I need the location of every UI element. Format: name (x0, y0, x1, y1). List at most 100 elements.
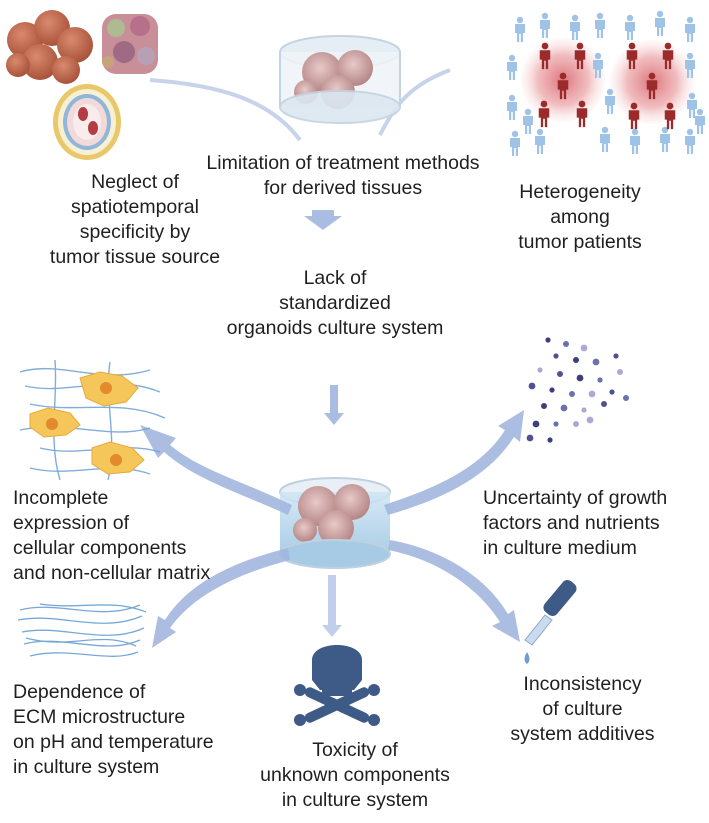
tumor-section-icon (102, 14, 158, 74)
particle-dot (609, 389, 615, 395)
person-icon (625, 14, 635, 40)
label-line: tumor patients (518, 231, 642, 253)
particle-dot (617, 369, 623, 375)
label-line: factors and nutrients (483, 512, 660, 534)
label-line: Inconsistency (523, 673, 642, 695)
person-icon (539, 42, 551, 70)
person-icon (535, 128, 545, 154)
arrow-to-inconsistency (388, 540, 520, 642)
label-line: Lack of (303, 267, 367, 289)
particle-dot (526, 434, 534, 442)
person-icon (605, 88, 615, 114)
person-icon (687, 92, 697, 118)
label-dependence-ecm: Dependence of ECM microstructure on pH a… (13, 680, 273, 780)
label-line: organoids culture system (226, 317, 444, 339)
label-line: Heterogeneity (519, 181, 641, 203)
person-icon (540, 12, 550, 38)
particle-dot (545, 337, 551, 343)
label-line: on pH and temperature (13, 731, 214, 753)
arrow-down-center (324, 385, 344, 425)
cell-icons (29, 371, 145, 475)
label-line: Toxicity of (312, 739, 398, 761)
person-icon (557, 72, 569, 100)
particles-icon (526, 337, 629, 443)
label-lack-standardized: Lack of standardized organoids culture s… (200, 266, 470, 341)
particle-dot (541, 403, 547, 409)
label-line: standardized (279, 292, 391, 314)
particle-dot (613, 353, 619, 359)
person-icon (600, 126, 610, 152)
person-icon (574, 42, 586, 70)
label-line: Limitation of treatment methods (206, 152, 480, 174)
label-line: and non-cellular matrix (13, 562, 211, 584)
person-icon (510, 130, 520, 156)
particle-dot (553, 421, 559, 427)
organoid-dish-icon-center (279, 477, 391, 569)
label-line: among (550, 206, 610, 228)
person-icon (662, 42, 674, 70)
label-inconsistency: Inconsistency of culture system additive… (495, 672, 670, 747)
particle-dot (532, 420, 540, 428)
particle-dot (569, 391, 575, 397)
person-icon (593, 52, 603, 78)
person-icon (515, 16, 525, 42)
particle-dot (586, 416, 594, 424)
label-line: Dependence of (13, 681, 146, 703)
person-icon (506, 94, 517, 120)
arrow-down-small (304, 210, 342, 230)
label-line: in culture system (281, 789, 429, 811)
fibers-icon (17, 603, 147, 657)
person-icon (685, 128, 695, 154)
label-line: spatiotemporal (71, 196, 199, 218)
connector-left-curve (149, 78, 302, 142)
person-icon (664, 102, 676, 130)
particle-dot (601, 401, 607, 407)
dropper-icon (524, 579, 577, 664)
label-incomplete-expression: Incomplete expression of cellular compon… (13, 486, 273, 586)
arrow-to-uncertainty (384, 410, 524, 515)
particle-dot (553, 353, 559, 359)
label-neglect: Neglect of spatiotemporal specificity by… (25, 170, 245, 270)
connector-right-curve (378, 68, 451, 136)
label-line: unknown components (260, 764, 450, 786)
particle-dot (563, 341, 569, 347)
patient-crowd-icon (506, 10, 705, 156)
particle-dot (573, 421, 579, 427)
particle-dot (528, 382, 536, 390)
label-line: for derived tissues (263, 177, 423, 199)
particle-dot (549, 387, 555, 393)
skull-crossbones-icon (294, 645, 380, 726)
particle-dot (592, 358, 600, 366)
label-treatment-limitation: Limitation of treatment methods for deri… (178, 151, 508, 201)
particle-dot (557, 371, 563, 377)
particle-dot (623, 395, 629, 401)
person-icon (523, 108, 533, 134)
particle-dot (576, 374, 584, 382)
label-line: system additives (510, 723, 655, 745)
blood-vessel-icon (53, 84, 121, 160)
label-heterogeneity: Heterogeneity among tumor patients (500, 180, 660, 255)
tumor-tissue-icon (6, 10, 93, 84)
label-uncertainty: Uncertainty of growth factors and nutrie… (483, 486, 703, 561)
particle-dot (547, 437, 553, 443)
person-icon (685, 52, 695, 78)
particle-dot (573, 357, 579, 363)
person-icon (595, 12, 605, 38)
person-icon (655, 10, 665, 36)
label-line: tumor tissue source (49, 246, 221, 268)
label-line: in culture medium (483, 537, 637, 559)
person-icon (576, 100, 588, 128)
particle-dot (580, 344, 588, 352)
label-line: Neglect of (91, 171, 179, 193)
arrow-to-dependence (152, 548, 290, 648)
person-icon (660, 126, 670, 152)
person-icon (538, 100, 550, 128)
label-line: Uncertainty of growth (483, 487, 668, 509)
person-icon (570, 14, 580, 40)
particle-dot (597, 377, 603, 383)
label-line: in culture system (13, 756, 160, 778)
organoid-dish-icon-top (279, 35, 401, 124)
label-line: of culture (542, 698, 623, 720)
label-line: cellular components (13, 537, 187, 559)
